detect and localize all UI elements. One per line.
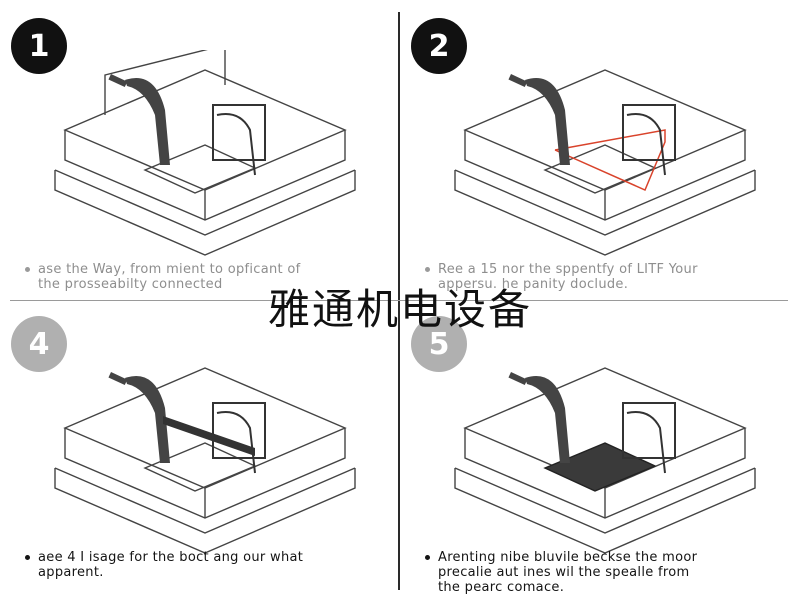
step-panel-4: 4 aee 4 I isage for the boct ang our wha… [5, 308, 395, 593]
horizontal-divider [10, 300, 788, 301]
installation-illustration [54, 50, 356, 256]
bullet-icon [25, 267, 30, 272]
step-panel-2: 2 Ree a 15 nor the sppentfy of LITF Your… [405, 10, 795, 295]
installation-illustration [54, 367, 356, 554]
caption-line: Ree a 15 nor the sppentfy of LITF Your [438, 262, 698, 277]
caption-line: appersu. he panity doclude. [438, 277, 629, 292]
step-panel-5: 5 Arenting nibe bluvile beckse the moor … [405, 308, 795, 595]
installation-illustration [454, 69, 756, 256]
caption-line: aee 4 I isage for the boct ang our what [38, 550, 304, 565]
step-caption: aee 4 I isage for the boct ang our what … [25, 550, 385, 580]
step-panel-1: 1 ase the Way, from mient to opficant of… [5, 10, 395, 295]
vertical-divider [398, 12, 400, 590]
step-number-badge: 1 [11, 18, 67, 74]
step-caption: ase the Way, from mient to opficant of t… [25, 262, 385, 292]
caption-line: Arenting nibe bluvile beckse the moor [438, 550, 698, 565]
step-caption: Arenting nibe bluvile beckse the moor pr… [425, 550, 785, 595]
step-number-badge: 5 [411, 316, 467, 372]
caption-line: the pearc comace. [438, 580, 565, 595]
caption-line: ase the Way, from mient to opficant of [38, 262, 301, 277]
caption-line: the prosseabilty connected [38, 277, 223, 292]
caption-line: precalie aut ines wil the spealle from [438, 565, 690, 580]
installation-illustration [454, 367, 756, 554]
bullet-icon [25, 555, 30, 560]
watermark-text: 雅通机电设备 [267, 285, 532, 334]
step-number-badge: 4 [11, 316, 67, 372]
step-number-badge: 2 [411, 18, 467, 74]
step-caption: Ree a 15 nor the sppentfy of LITF Your a… [425, 262, 785, 292]
caption-line: apparent. [38, 565, 104, 580]
bullet-icon [425, 267, 430, 272]
bullet-icon [425, 555, 430, 560]
